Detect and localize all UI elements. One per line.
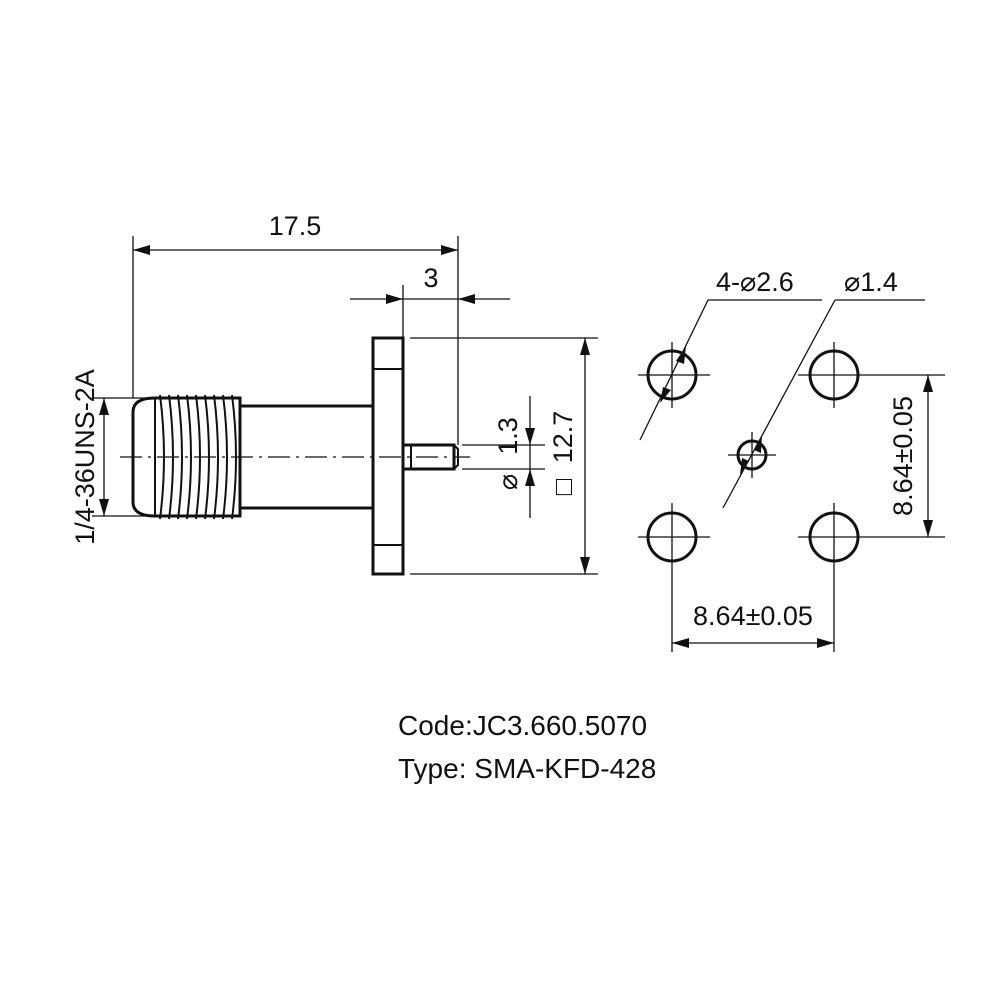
front-view: 4-⌀2.6 ⌀1.4 8.64±0.05 8.64±0.05 <box>638 267 945 652</box>
mount-holes-label: 4-⌀2.6 <box>716 267 794 297</box>
mount-holes-leader: 4-⌀2.6 <box>639 267 822 441</box>
length-label: 17.5 <box>269 211 322 241</box>
caption: Code:JC3.660.5070 Type: SMA-KFD-428 <box>398 710 656 784</box>
flange-square-symbol: □ <box>548 478 578 495</box>
length-dimension: 17.5 <box>132 211 459 445</box>
part-code: Code:JC3.660.5070 <box>398 710 647 741</box>
horizontal-spacing-label: 8.64±0.05 <box>693 601 813 631</box>
mount-hole-bottom-left <box>638 503 710 652</box>
center-hole-leader: ⌀1.4 <box>722 267 925 509</box>
mount-hole-bottom-right <box>798 503 945 652</box>
thread-label: 1/4-36UNS-2A <box>70 369 100 545</box>
mount-hole-top-right <box>798 342 945 408</box>
thread-dimension: 1/4-36UNS-2A <box>70 369 150 545</box>
vertical-spacing-label: 8.64±0.05 <box>888 396 918 516</box>
pin-diameter-symbol: ⌀ <box>493 474 523 490</box>
mount-hole-top-left <box>638 342 710 408</box>
pin-length-label: 3 <box>423 263 438 293</box>
center-hole-label: ⌀1.4 <box>844 267 898 297</box>
flange-dimension: □ 12.7 <box>410 337 598 575</box>
vertical-spacing-dimension: 8.64±0.05 <box>888 375 933 537</box>
flange <box>371 336 405 576</box>
pin-length-dimension: 3 <box>350 263 510 338</box>
pin-diameter-dimension: ⌀ 1.3 <box>462 396 545 518</box>
side-view: 17.5 3 <box>70 211 598 576</box>
pin-diameter-label: 1.3 <box>493 417 523 455</box>
horizontal-spacing-dimension: 8.64±0.05 <box>672 601 834 648</box>
flange-label: 12.7 <box>548 411 578 464</box>
part-type: Type: SMA-KFD-428 <box>398 753 656 784</box>
